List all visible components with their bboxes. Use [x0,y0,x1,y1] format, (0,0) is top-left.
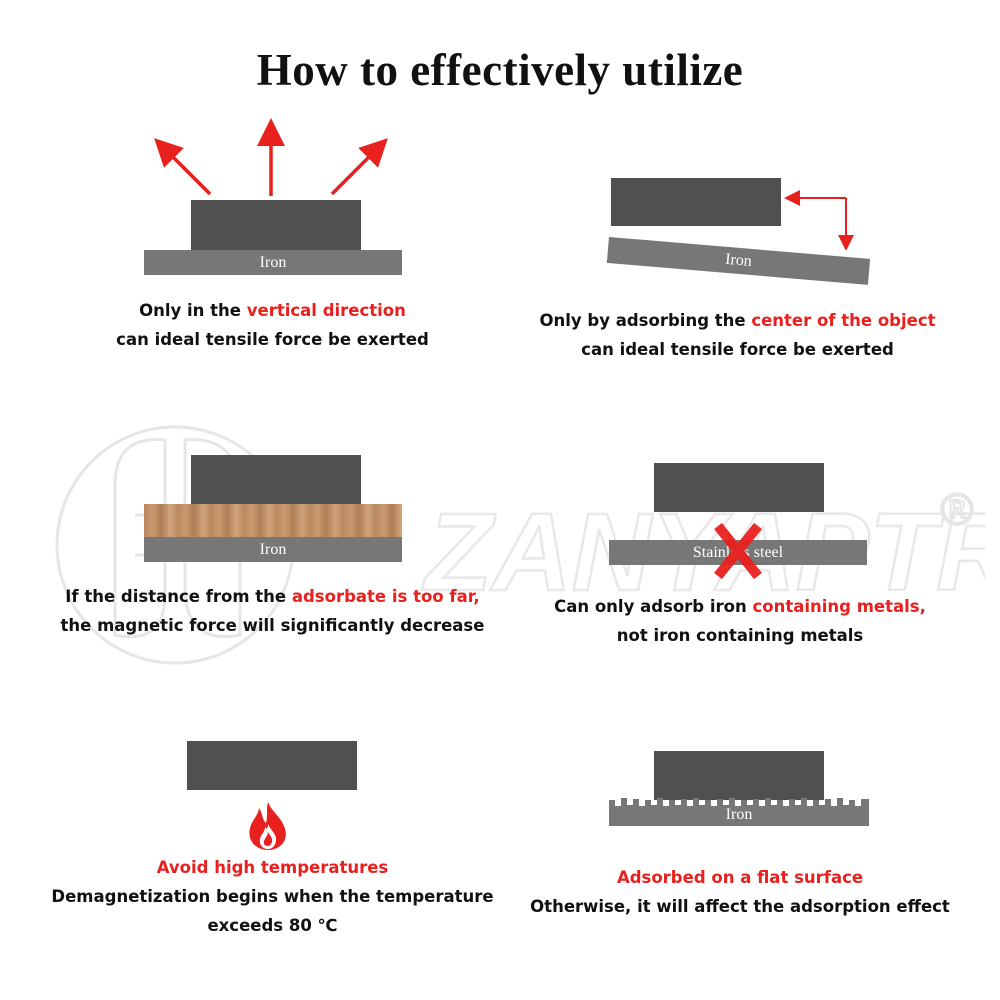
caption-text: Only by adsorbing the [539,311,752,330]
caption-text: Can only adsorb iron [554,597,753,616]
iron-plate: Iron [144,250,402,275]
magnet-block [191,200,361,250]
wood-spacer [144,504,402,537]
magnet-block [187,741,357,790]
caption-distance: If the distance from the adsorbate is to… [40,582,505,640]
caption-highlight: Avoid high temperatures [156,858,389,877]
cross-icon [714,522,762,580]
caption-highlight: containing metals, [752,597,926,616]
magnet-block [654,751,824,800]
caption-highlight: center of the object [751,311,936,330]
plate-label: Iron [724,250,753,271]
page-title: How to effectively utilize [256,45,744,95]
caption-line-2: not iron containing metals [616,626,864,645]
plate-label: Iron [725,806,753,823]
pull-arrows-icon [154,118,388,196]
caption-flat: Adsorbed on a flat surface Otherwise, it… [515,863,965,921]
caption-temperature: Avoid high temperatures Demagnetization … [35,853,510,940]
plate-label: Iron [259,541,287,558]
caption-highlight: Adsorbed on a flat surface [616,868,864,887]
caption-line-2: can ideal tensile force be exerted [116,330,429,349]
iron-plate: Iron [609,806,869,826]
plate-label: Iron [259,254,287,271]
caption-line-2: the magnetic force will significantly de… [60,616,485,635]
watermark-registered: ® [935,485,979,536]
caption-line-2: Demagnetization begins when the temperat… [51,887,494,906]
magnet-block [654,463,824,512]
caption-stainless: Can only adsorb iron containing metals, … [520,592,960,650]
caption-vertical: Only in the vertical direction can ideal… [60,296,485,354]
caption-text: If the distance from the [65,587,292,606]
caption-center: Only by adsorbing the center of the obje… [510,306,965,364]
caption-highlight: vertical direction [246,301,406,320]
caption-line-2: can ideal tensile force be exerted [581,340,894,359]
offset-arrow-icon [784,190,854,250]
flame-icon [249,802,286,850]
iron-plate: Iron [144,537,402,562]
magnet-block [611,178,781,226]
caption-line-3: exceeds 80 ℃ [207,916,338,935]
caption-line-2: Otherwise, it will affect the adsorption… [530,897,950,916]
magnet-block [191,455,361,504]
caption-text: Only in the [139,301,247,320]
caption-highlight: adsorbate is too far, [291,587,480,606]
rough-surface [609,798,869,808]
